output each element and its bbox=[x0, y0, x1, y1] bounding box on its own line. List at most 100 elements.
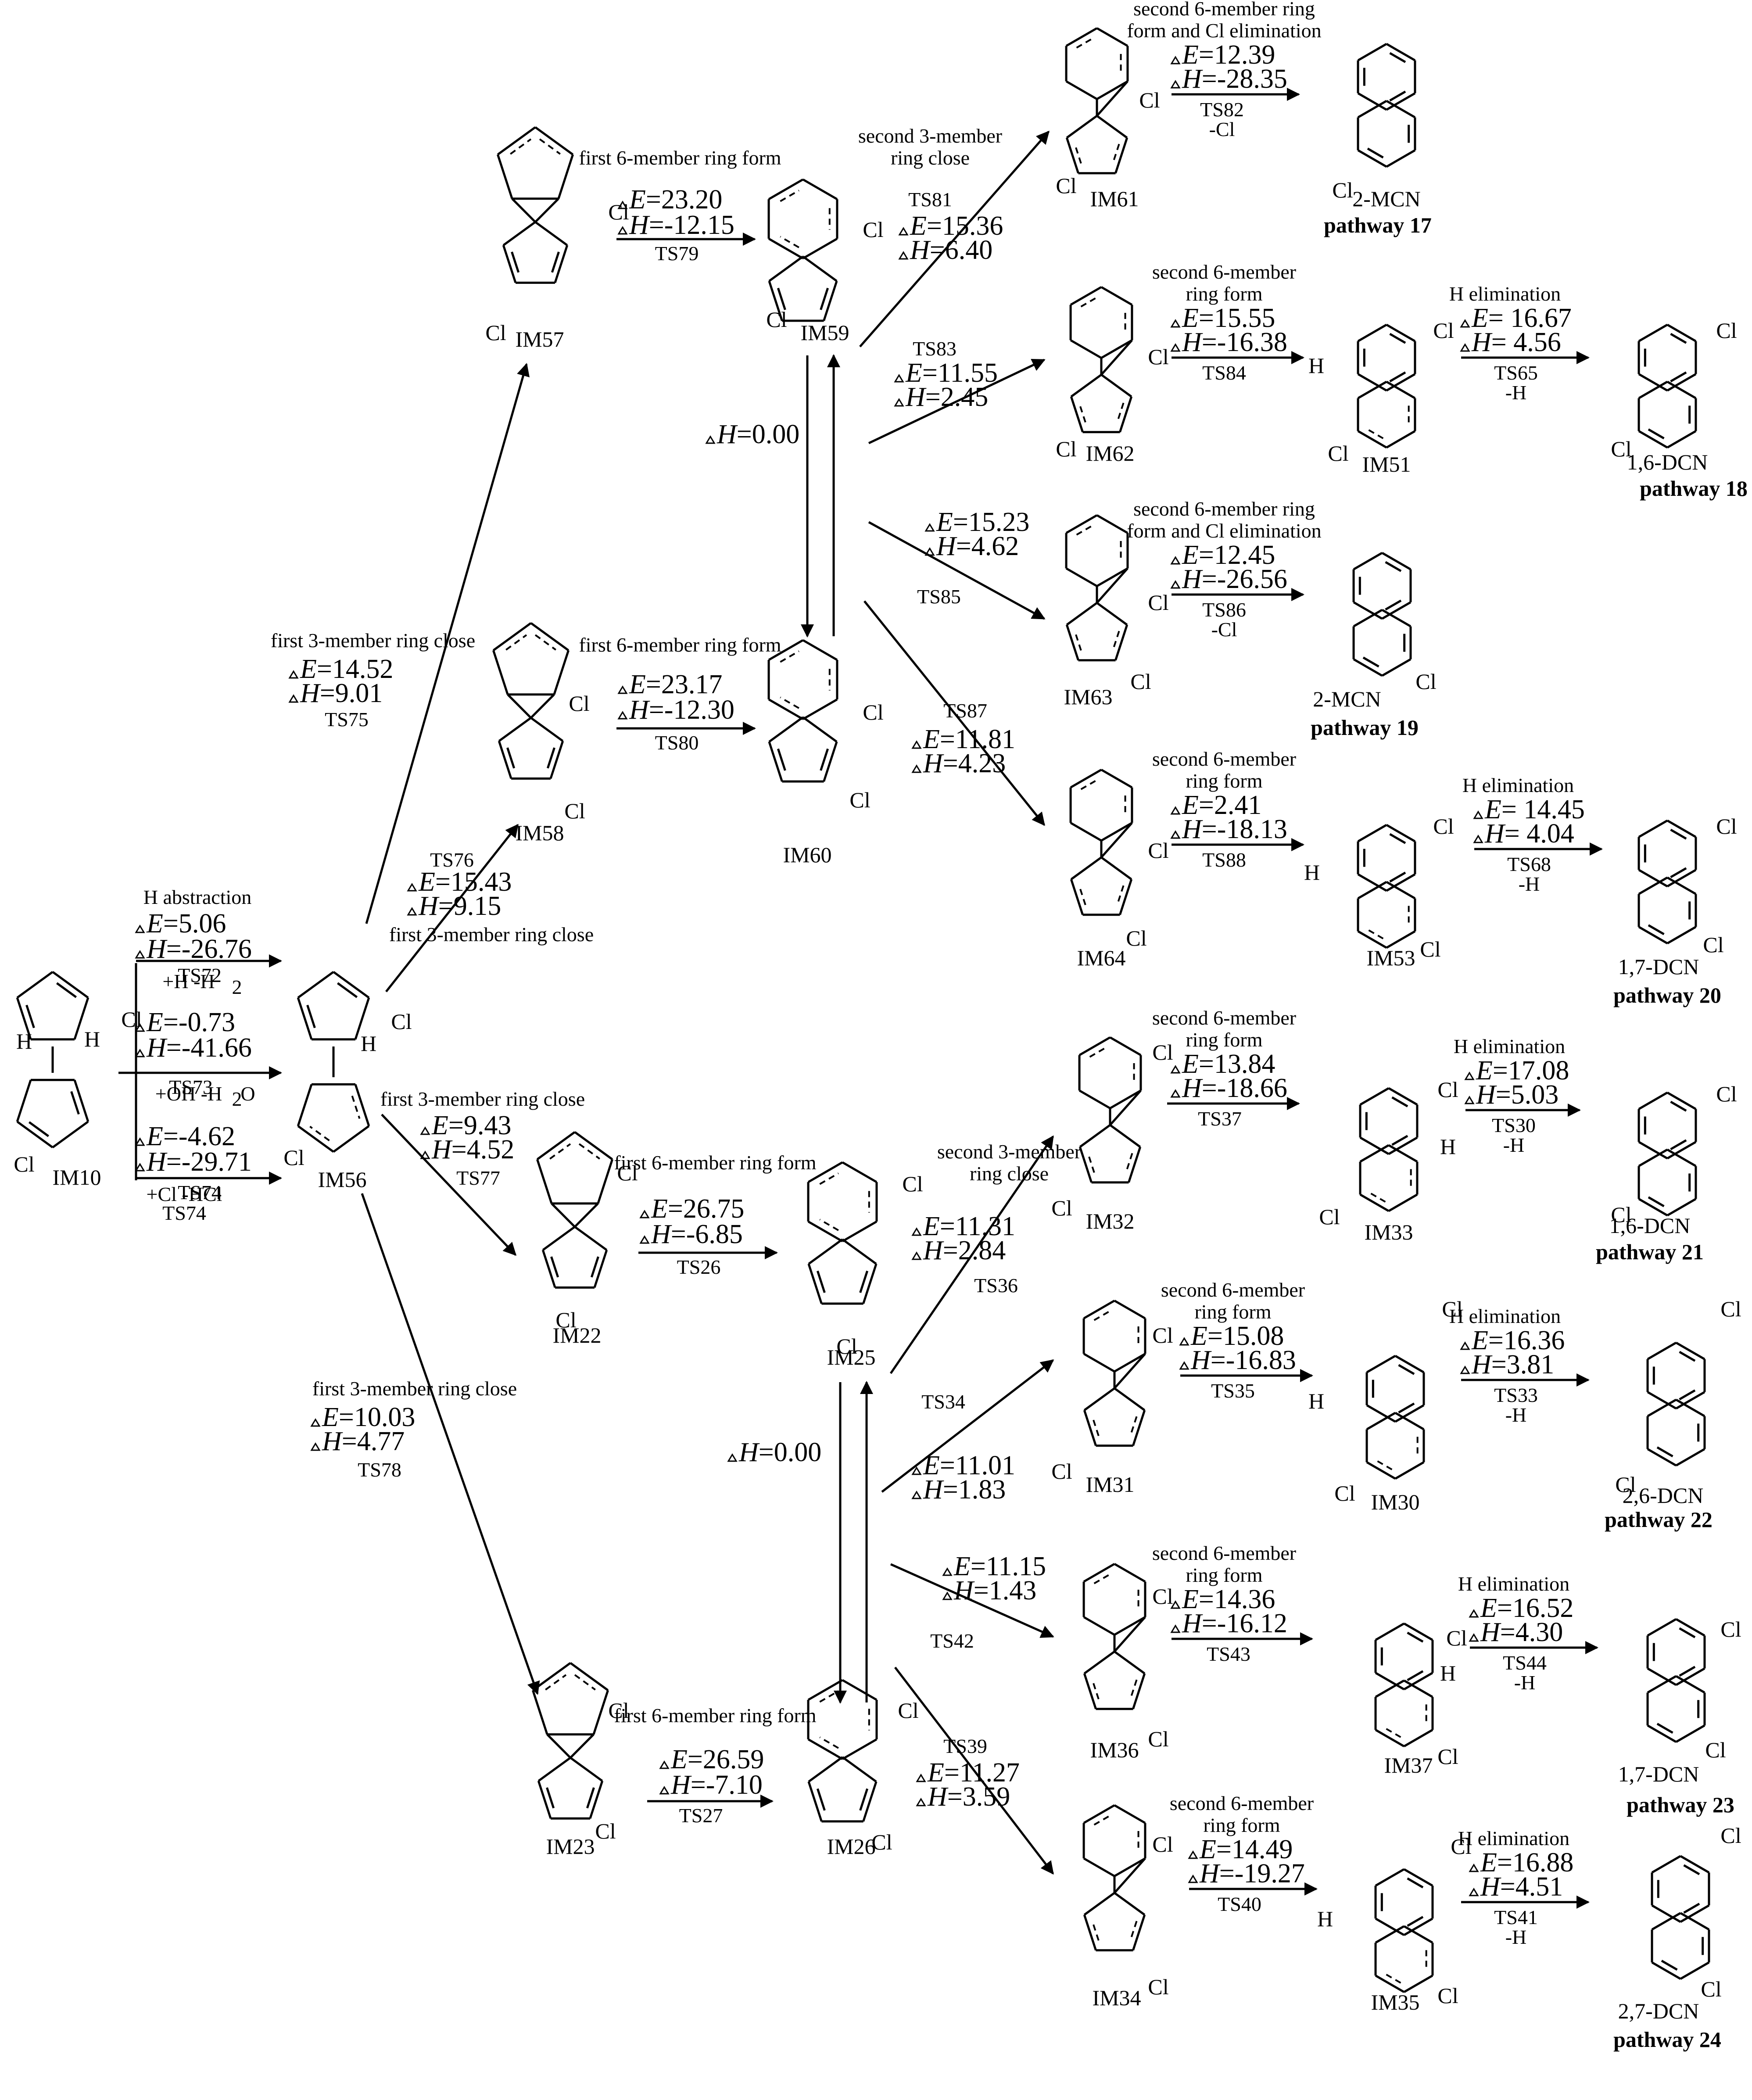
bond bbox=[1403, 1917, 1433, 1936]
pathway-label: pathway 20 bbox=[1613, 983, 1721, 1007]
bond bbox=[574, 1226, 608, 1251]
bond bbox=[1357, 323, 1387, 342]
bond bbox=[1683, 1903, 1700, 1914]
bond bbox=[1638, 1198, 1668, 1217]
bond bbox=[1096, 602, 1128, 626]
molecule-im51 bbox=[1357, 323, 1416, 449]
bond bbox=[1079, 1124, 1111, 1148]
step-description: second 6-member bbox=[1170, 1792, 1314, 1814]
bond bbox=[1080, 779, 1098, 790]
reaction-arrow bbox=[361, 1193, 540, 1695]
bond bbox=[1096, 80, 1129, 117]
delta-icon bbox=[1460, 1341, 1470, 1350]
bond bbox=[1078, 1036, 1111, 1056]
bond bbox=[1638, 869, 1668, 888]
bond bbox=[1647, 1341, 1677, 1360]
delta-h-label: H=-18.66 bbox=[1182, 1073, 1287, 1103]
bond bbox=[823, 280, 838, 321]
bond bbox=[1675, 1618, 1705, 1637]
step-description: second 6-member bbox=[1152, 748, 1296, 770]
delta-icon bbox=[911, 1466, 922, 1475]
atom-cl: Cl bbox=[1433, 814, 1454, 839]
atom-h: H bbox=[1308, 1389, 1324, 1413]
bond bbox=[73, 997, 90, 1040]
atom-cl: Cl bbox=[1716, 318, 1737, 343]
bond bbox=[1385, 599, 1402, 611]
bond bbox=[574, 1674, 596, 1691]
bond bbox=[1389, 833, 1406, 844]
bond bbox=[16, 1121, 54, 1149]
bond bbox=[1666, 869, 1697, 888]
bond bbox=[597, 1159, 613, 1204]
bond bbox=[1670, 1100, 1687, 1112]
bond bbox=[554, 245, 569, 283]
bond bbox=[768, 237, 804, 260]
bond bbox=[768, 639, 804, 661]
atom-cl: Cl bbox=[564, 799, 585, 823]
delta-e-label: E= 14.45 bbox=[1484, 795, 1585, 824]
molecule-im23 bbox=[532, 1662, 609, 1820]
atom-cl: Cl bbox=[595, 1819, 616, 1843]
bond bbox=[1100, 373, 1132, 398]
species-label: IM58 bbox=[515, 821, 564, 845]
bond bbox=[1357, 100, 1387, 118]
bond bbox=[1389, 90, 1406, 102]
bond bbox=[1648, 1196, 1665, 1208]
bond bbox=[816, 1788, 826, 1811]
bond bbox=[1647, 1724, 1677, 1743]
bond bbox=[1638, 876, 1668, 895]
step-description: form and Cl elimination bbox=[1127, 19, 1321, 42]
delta-icon bbox=[407, 907, 417, 916]
bond bbox=[511, 198, 536, 223]
bond bbox=[297, 1125, 334, 1153]
delta-h-label: H=-26.76 bbox=[146, 934, 252, 964]
delta-icon bbox=[639, 1210, 650, 1218]
bond bbox=[1666, 1091, 1697, 1110]
bond bbox=[1384, 1727, 1401, 1738]
ts-label: TS74 bbox=[178, 1181, 222, 1204]
bond bbox=[1675, 1398, 1705, 1417]
ts-label: TS76 bbox=[430, 849, 474, 871]
delta-e-label: E=15.08 bbox=[1190, 1321, 1284, 1351]
bond bbox=[1666, 1148, 1697, 1167]
delta-icon bbox=[1179, 1361, 1189, 1370]
step-description: form and Cl elimination bbox=[1127, 520, 1321, 542]
bond bbox=[297, 971, 334, 999]
ts-label: TS36 bbox=[974, 1274, 1018, 1297]
bond bbox=[1394, 1404, 1425, 1423]
loss-label: -H bbox=[1505, 381, 1527, 404]
bond bbox=[1647, 1667, 1677, 1686]
molecule-product-p24 bbox=[1651, 1855, 1710, 1980]
step-description: second 6-member bbox=[1152, 261, 1296, 283]
bond bbox=[823, 741, 838, 782]
bond bbox=[546, 1734, 571, 1759]
step-description: ring close bbox=[891, 147, 970, 169]
delta-icon bbox=[1170, 319, 1181, 328]
bond bbox=[550, 1256, 559, 1278]
atom-cl: Cl bbox=[1148, 590, 1168, 615]
bond bbox=[1647, 1391, 1677, 1410]
bond bbox=[1666, 819, 1697, 838]
bond bbox=[1670, 867, 1687, 878]
bond bbox=[1385, 561, 1402, 572]
delta-icon bbox=[1170, 80, 1181, 89]
bond bbox=[1675, 1448, 1705, 1467]
bond bbox=[1680, 1904, 1710, 1923]
atom-cl: Cl bbox=[1152, 1832, 1173, 1856]
bond bbox=[1403, 1729, 1433, 1748]
step-description: second 6-member ring bbox=[1133, 498, 1315, 520]
bond bbox=[1353, 609, 1383, 627]
bond bbox=[1670, 333, 1687, 344]
bond bbox=[1091, 1679, 1100, 1700]
bond bbox=[1076, 524, 1094, 536]
bond bbox=[1389, 371, 1406, 383]
molecules-layer bbox=[16, 27, 1710, 1993]
delta-h-label: H=-7.10 bbox=[670, 1770, 763, 1800]
bond bbox=[1100, 822, 1133, 842]
atom-cl: Cl bbox=[1148, 1975, 1168, 1999]
atom-cl: Cl bbox=[836, 1334, 857, 1358]
bond bbox=[1100, 769, 1133, 788]
molecule-im30 bbox=[1365, 1355, 1425, 1480]
bond bbox=[807, 1679, 843, 1701]
delta-icon bbox=[135, 1137, 145, 1146]
